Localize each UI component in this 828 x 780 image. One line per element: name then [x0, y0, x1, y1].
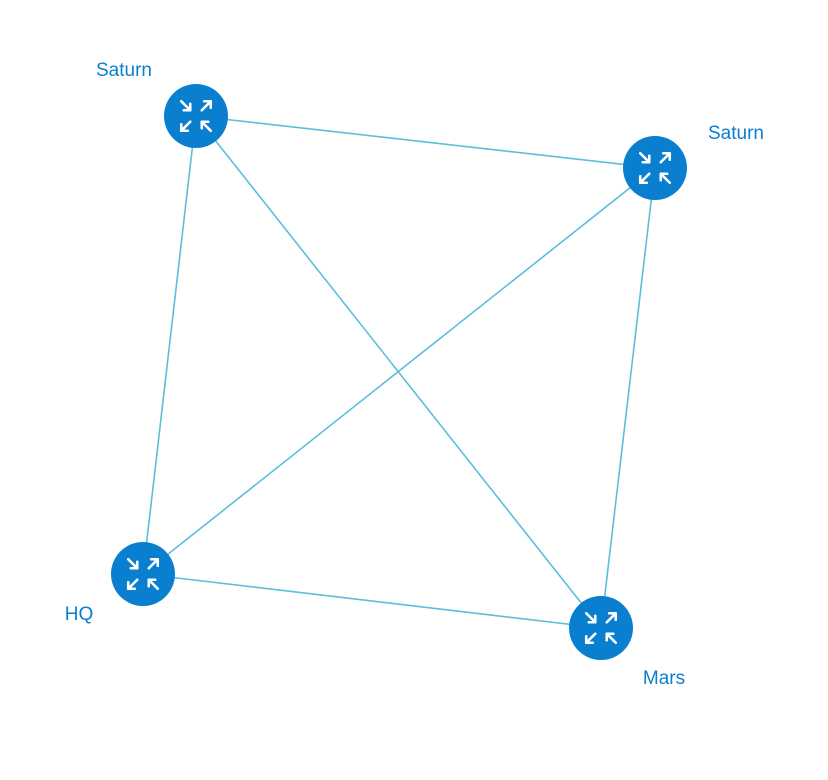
router-arrow-icon	[638, 151, 651, 164]
node-label: HQ	[65, 604, 94, 625]
router-arrow-icon	[584, 632, 597, 645]
router-circle[interactable]	[111, 542, 175, 606]
router-arrow-icon	[147, 557, 160, 570]
router-icon	[584, 611, 618, 645]
router-arrow-icon	[126, 578, 139, 591]
router-node-n4[interactable]: Mars	[569, 596, 685, 689]
router-circle[interactable]	[623, 136, 687, 200]
router-arrow-icon	[605, 632, 618, 645]
router-node-n3[interactable]: HQ	[65, 542, 175, 625]
router-arrow-icon	[605, 611, 618, 624]
router-icon	[126, 557, 160, 591]
router-arrow-icon	[200, 120, 213, 133]
node-label: Saturn	[96, 60, 152, 81]
router-icon	[179, 99, 213, 133]
link-n2-n3[interactable]	[142, 167, 656, 575]
router-node-n1[interactable]: Saturn	[96, 60, 228, 148]
node-label: Mars	[643, 668, 685, 689]
link-n2-n4[interactable]	[600, 167, 656, 629]
router-arrow-icon	[659, 172, 672, 185]
router-arrow-icon	[659, 151, 672, 164]
router-node-n2[interactable]: Saturn	[623, 123, 764, 200]
link-n1-n2[interactable]	[195, 115, 656, 169]
router-arrow-icon	[179, 99, 192, 112]
router-arrow-icon	[179, 120, 192, 133]
node-label: Saturn	[708, 123, 764, 144]
router-circle[interactable]	[569, 596, 633, 660]
router-arrow-icon	[126, 557, 139, 570]
links-layer	[142, 115, 656, 629]
router-arrow-icon	[200, 99, 213, 112]
router-circle[interactable]	[164, 84, 228, 148]
router-arrow-icon	[638, 172, 651, 185]
link-n3-n4[interactable]	[142, 573, 602, 629]
link-n1-n3[interactable]	[142, 115, 197, 575]
router-arrow-icon	[147, 578, 160, 591]
router-arrow-icon	[584, 611, 597, 624]
router-icon	[638, 151, 672, 185]
